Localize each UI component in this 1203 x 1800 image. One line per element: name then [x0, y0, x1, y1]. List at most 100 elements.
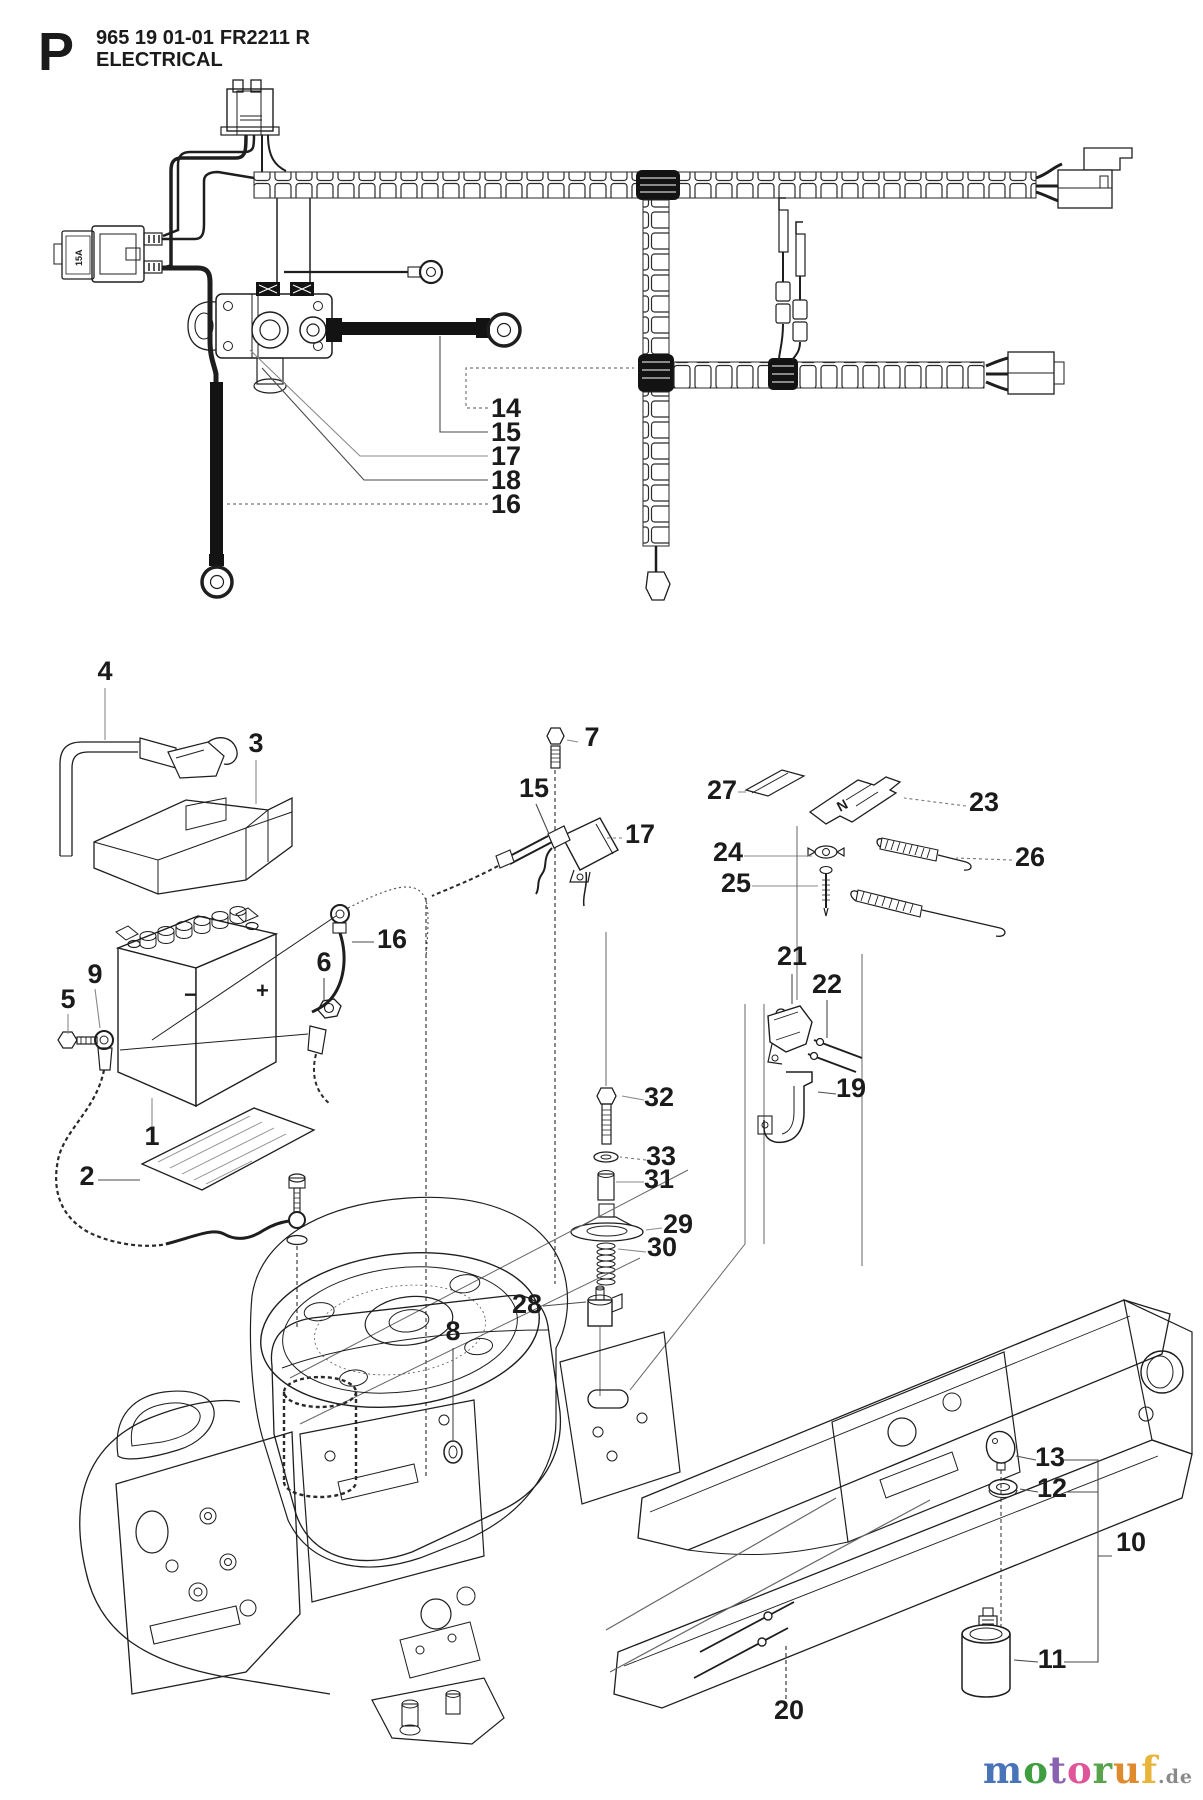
battery-strap — [59, 737, 238, 857]
loom-junction-1 — [636, 170, 680, 200]
leader-13 — [1015, 1455, 1037, 1461]
fuse-rating-label: 15A — [74, 249, 84, 266]
watermark-letter: o — [1023, 1748, 1049, 1792]
callout-4: 4 — [97, 656, 112, 686]
cover-bracket-19 — [757, 1071, 813, 1144]
page-letter: P — [38, 22, 74, 82]
watermark-letter: f — [1141, 1748, 1158, 1792]
switch-pins-22 — [807, 1037, 863, 1073]
harness-connector-right-top — [1035, 147, 1133, 209]
starter-cable — [326, 312, 522, 348]
callout-6: 6 — [316, 947, 331, 977]
callout-18: 18 — [491, 465, 521, 495]
spade-terminal-branch — [775, 197, 808, 361]
ignition-key-13 — [985, 1430, 1016, 1471]
callout-3: 3 — [248, 728, 263, 758]
leader-17 — [249, 349, 488, 457]
negative-cable — [55, 1030, 308, 1330]
callout-7: 7 — [584, 722, 599, 752]
battery-group: + − — [55, 688, 622, 1478]
engine-flywheel — [260, 1251, 540, 1409]
spacer-31 — [597, 1170, 615, 1201]
harness-top-connector — [220, 79, 280, 136]
callout-11: 11 — [1038, 1644, 1067, 1674]
watermark-letter: o — [1066, 1748, 1093, 1792]
bracket-plate-27 — [744, 769, 806, 797]
positive-terminal — [307, 998, 342, 1105]
leader-32 — [621, 1095, 645, 1101]
callout-29: 29 — [663, 1209, 693, 1239]
harness-loom-branch — [673, 361, 985, 389]
plunger-switch-28 — [587, 1285, 623, 1327]
fuse-holder: 15A — [53, 225, 163, 283]
leader-23 — [903, 797, 967, 807]
starter-solenoid — [187, 282, 333, 394]
springs-26 — [850, 837, 1006, 937]
battery-mat — [140, 1107, 316, 1191]
callout-16: 16 — [377, 924, 407, 954]
battery-cover — [93, 796, 293, 895]
callout-31: 31 — [644, 1164, 674, 1194]
leader-29 — [645, 1227, 663, 1231]
leader-15b — [535, 803, 550, 835]
grommet-8 — [443, 1440, 463, 1464]
harness-loom-lower — [642, 391, 670, 547]
callout-10: 10 — [1116, 1527, 1146, 1557]
bolt-32 — [596, 1087, 617, 1145]
callout-25: 25 — [721, 868, 751, 898]
callout-30: 30 — [647, 1232, 677, 1262]
engine-lower-details — [371, 1586, 505, 1745]
battery-plus-sign: + — [256, 978, 269, 1003]
fuel-tank — [270, 1294, 562, 1562]
callout-19: 19 — [836, 1073, 866, 1103]
mount-hardware-column — [542, 932, 663, 1396]
leader-19 — [817, 1091, 837, 1095]
callout-33: 33 — [646, 1141, 676, 1171]
battery-minus-sign: − — [184, 982, 197, 1007]
title-line-2: ELECTRICAL — [96, 49, 223, 71]
watermark-letter: r — [1092, 1748, 1114, 1792]
callout-15: 15 — [519, 773, 549, 803]
screw-25 — [819, 865, 833, 917]
battery-terminal-pos — [245, 921, 259, 931]
leader-7 — [566, 739, 579, 743]
cup-washer-29 — [570, 1203, 644, 1242]
battery-cell-caps — [139, 906, 247, 949]
highlight-cylinder — [282, 1375, 358, 1499]
leader-33 — [619, 1156, 647, 1161]
positive-cable — [311, 886, 429, 1014]
wing-nut-24 — [807, 845, 845, 859]
callout-24: 24 — [713, 837, 743, 867]
watermark-letter: u — [1113, 1748, 1142, 1792]
callout-5: 5 — [60, 984, 75, 1014]
ignition-switch-11 — [961, 1607, 1011, 1698]
leader-14 — [465, 367, 634, 409]
battery-ground-cable — [162, 265, 234, 599]
callout-15: 15 — [491, 417, 521, 447]
bracket-10 — [1064, 1459, 1112, 1663]
callout-23: 23 — [969, 787, 999, 817]
callout-14: 14 — [491, 393, 521, 423]
leader-9 — [94, 988, 101, 1029]
callout-32: 32 — [644, 1082, 674, 1112]
shift-plate-assembly: N — [629, 769, 1013, 1391]
chassis-frame — [559, 1298, 1193, 1709]
callout-28: 28 — [512, 1289, 542, 1319]
battery: + − — [115, 906, 337, 1108]
harness-loom-vertical — [642, 199, 670, 357]
callout-17: 17 — [491, 441, 521, 471]
wiring-harness: 15A — [53, 79, 1133, 601]
watermark-letter: t — [1048, 1748, 1067, 1792]
harness-connector-right-mid — [985, 351, 1065, 395]
ignition-nut-12 — [988, 1478, 1018, 1496]
leader-28 — [542, 1301, 587, 1307]
battery-terminal-neg — [127, 939, 141, 949]
shift-plate-23: N — [808, 776, 902, 825]
motoruf-watermark: motoruf.de — [983, 1748, 1193, 1792]
leader-26 — [955, 857, 1013, 861]
leader-30 — [617, 1248, 647, 1253]
engine-chassis-illustration — [79, 1169, 1193, 1745]
